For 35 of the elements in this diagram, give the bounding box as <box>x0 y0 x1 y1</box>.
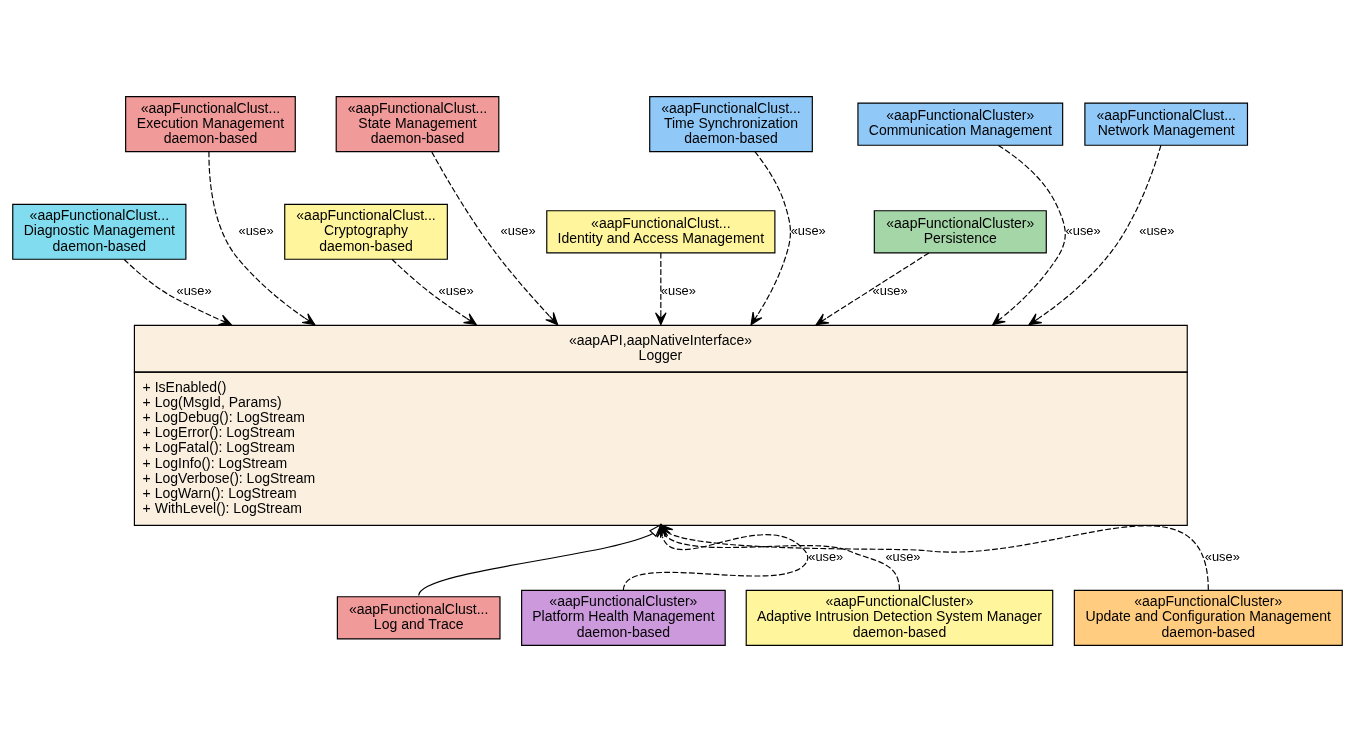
edge-label: «use» <box>438 283 474 299</box>
node-box: «aapFunctionalCluster» Persistence <box>873 210 1047 254</box>
edge-label: «use» <box>790 223 826 239</box>
node-box: «aapFunctionalClust... Log and Trace <box>336 596 501 640</box>
arrow <box>655 252 667 326</box>
arrow <box>992 144 1066 326</box>
node-box: «aapFunctionalClust... State Management daemon-based <box>335 96 500 153</box>
node-box: «aapFunctionalClust... Diagnostic Management daemon-based <box>12 203 187 260</box>
node-box: «aapFunctionalCluster» Update and Configuration Management daemon-based <box>1073 589 1343 646</box>
edge-label: «use» <box>808 548 844 564</box>
arrow <box>750 151 792 326</box>
node-box: «aapFunctionalClust... Identity and Access Management <box>546 210 776 254</box>
node-box: «aapFunctionalClust... Time Synchronization daemon-based <box>649 96 813 153</box>
arrow <box>123 258 232 326</box>
edge-label: «use» <box>500 223 536 239</box>
arrow <box>1028 144 1162 326</box>
edge-label: «use» <box>885 548 921 564</box>
arrow <box>815 252 930 326</box>
edge-label: «use» <box>660 283 696 299</box>
node-box: «aapFunctionalCluster» Adaptive Intrusion Detection System Manager daemon-based <box>745 589 1054 646</box>
arrow <box>391 258 477 326</box>
arrow <box>418 523 663 597</box>
node-box: «aapFunctionalClust... Cryptography daemon-based <box>284 203 448 260</box>
edge-label: «use» <box>1204 548 1240 564</box>
node-box: «aapFunctionalClust... Execution Management daemon-based <box>125 96 296 153</box>
edge-label: «use» <box>1139 223 1175 239</box>
node-box: «aapFunctionalCluster» Communication Management <box>857 102 1064 146</box>
arrow <box>208 151 316 326</box>
arrow <box>431 151 559 326</box>
edge-label: «use» <box>872 283 908 299</box>
node-box: «aapFunctionalClust... Network Management <box>1084 102 1249 146</box>
edge-label: «use» <box>176 283 212 299</box>
edge-label: «use» <box>1065 223 1101 239</box>
edge-label: «use» <box>238 223 274 239</box>
node-box: «aapFunctionalCluster» Platform Health Management daemon-based <box>521 589 726 646</box>
